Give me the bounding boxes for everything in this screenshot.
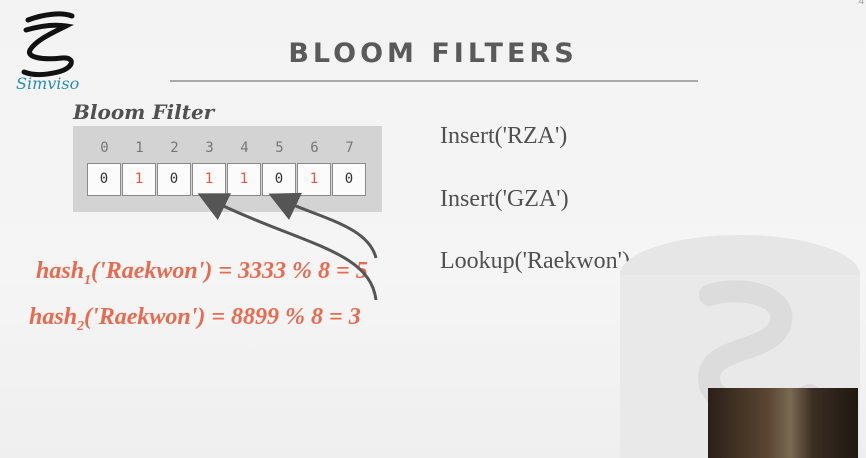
bit-index: 6 xyxy=(310,140,319,156)
bit-cell: 0 xyxy=(262,163,296,196)
bit-cell: 1 xyxy=(122,163,156,196)
bit-index: 0 xyxy=(100,140,109,156)
operation-lookup-raekwon: Lookup('Raekwon') xyxy=(440,248,630,274)
hash-name: hash xyxy=(29,304,78,330)
hash-name: hash xyxy=(36,258,85,284)
bit-cell: 0 xyxy=(87,163,121,196)
webcam-overlay xyxy=(708,388,858,458)
operation-insert-gza: Insert('GZA') xyxy=(440,186,569,212)
hash-subscript: 2 xyxy=(77,318,85,334)
bit-index: 7 xyxy=(345,140,354,156)
operation-insert-rza: Insert('RZA') xyxy=(440,123,568,149)
bit-cell: 0 xyxy=(332,163,366,196)
hash-subscript: 1 xyxy=(84,272,92,288)
simviso-logo-icon xyxy=(21,11,75,78)
slide-title: BLOOM FILTERS xyxy=(288,38,578,69)
hash-expression: ('Raekwon') = 3333 % 8 = 5 xyxy=(91,258,368,284)
bit-cell: 0 xyxy=(157,163,191,196)
bit-index: 2 xyxy=(170,140,179,156)
bit-cell: 1 xyxy=(192,163,226,196)
hash-1-line: hash1('Raekwon') = 3333 % 8 = 5 xyxy=(36,258,368,289)
logo-text: Simviso xyxy=(16,74,80,93)
bloom-filter-label: Bloom Filter xyxy=(73,100,215,124)
hash-2-line: hash2('Raekwon') = 8899 % 8 = 3 xyxy=(29,304,361,335)
bit-index: 4 xyxy=(240,140,249,156)
title-underline xyxy=(170,80,698,82)
bit-index: 5 xyxy=(275,140,284,156)
bit-index: 3 xyxy=(205,140,214,156)
bit-cell: 1 xyxy=(297,163,331,196)
page-number: 4 xyxy=(858,0,864,7)
bit-index: 1 xyxy=(135,140,144,156)
hash-expression: ('Raekwon') = 8899 % 8 = 3 xyxy=(84,304,361,330)
bit-cell: 1 xyxy=(227,163,261,196)
